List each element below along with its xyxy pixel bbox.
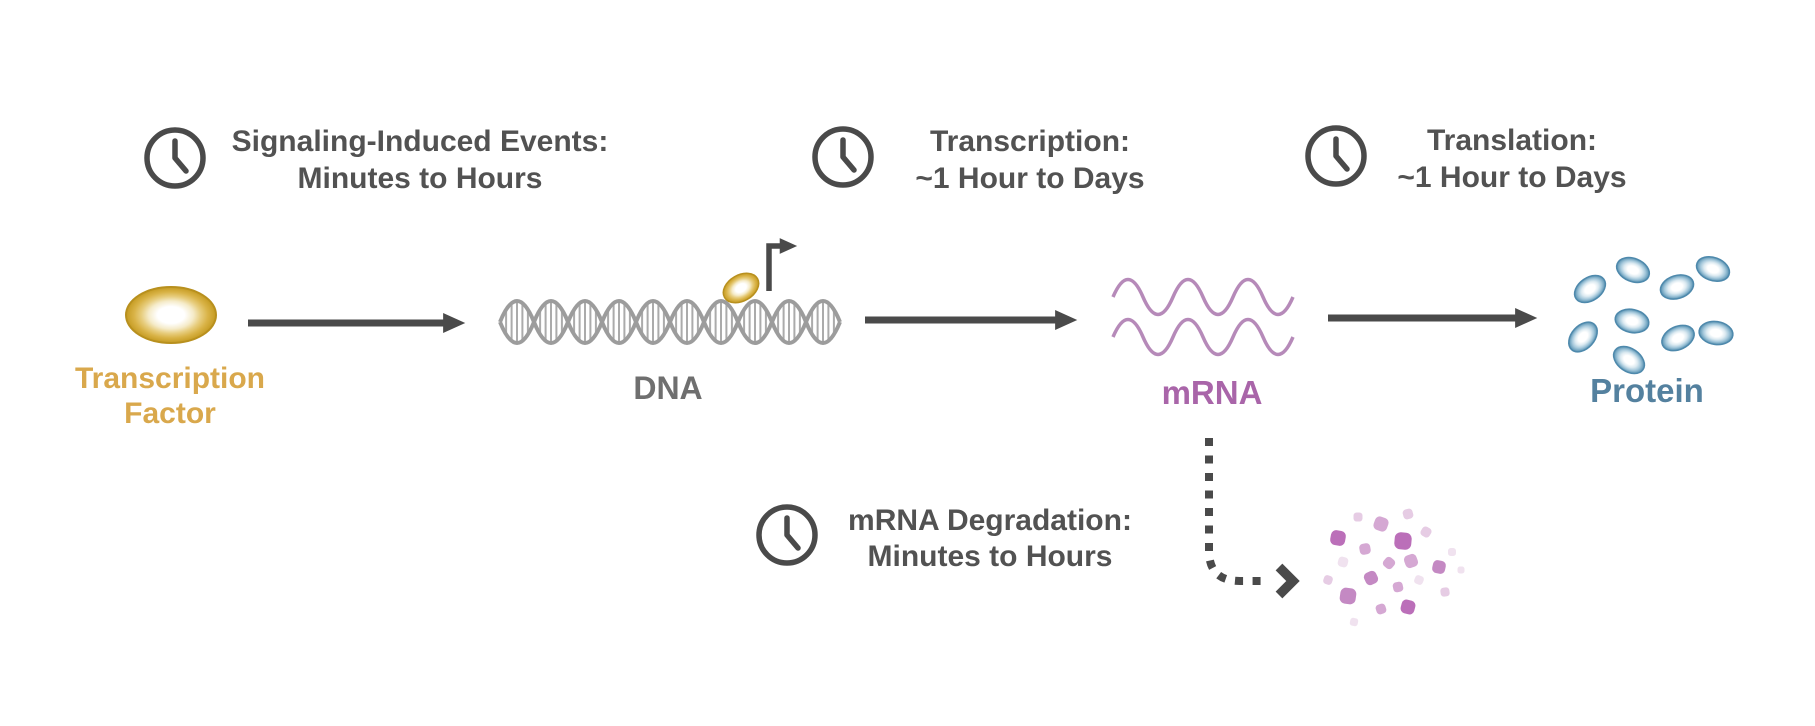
dna-strand <box>498 299 842 345</box>
mrna-fragment <box>1375 603 1387 615</box>
mrna-label: mRNA <box>1162 374 1263 411</box>
clock-icon <box>759 507 815 563</box>
mrna-fragment <box>1382 556 1396 570</box>
dna-label: DNA <box>633 370 702 406</box>
mrna-fragment <box>1330 530 1346 546</box>
protein-cluster <box>1568 255 1734 375</box>
mrna-fragment <box>1339 587 1357 605</box>
mrna-fragment <box>1420 526 1432 538</box>
protein-blob <box>1659 274 1695 300</box>
mrna-fragments <box>1323 508 1465 627</box>
clock-icon <box>1308 128 1364 184</box>
bound-transcription-factor-icon <box>722 272 760 304</box>
annotation-degradation-line2: Minutes to Hours <box>868 540 1113 573</box>
mrna-fragment <box>1373 516 1389 532</box>
transcription-factor-label-line2: Factor <box>124 397 216 430</box>
mrna-fragment <box>1337 556 1349 568</box>
protein-blob <box>1612 345 1646 375</box>
protein-blob <box>1661 324 1695 352</box>
mrna-fragment <box>1359 543 1371 555</box>
mrna-fragment <box>1402 508 1414 520</box>
degradation-dotted-arrow <box>1205 438 1264 585</box>
annotation-signaling-line1: Signaling-Induced Events: <box>232 125 609 158</box>
protein-blob <box>1698 320 1734 346</box>
mrna-fragment <box>1414 575 1424 585</box>
mrna-fragment <box>1400 599 1416 615</box>
protein-label: Protein <box>1590 372 1704 409</box>
protein-blob <box>1615 256 1651 284</box>
annotation-transcription-line2: ~1 Hour to Days <box>915 162 1144 195</box>
annotation-translation-line1: Translation: <box>1427 124 1597 157</box>
dna-helix <box>498 299 842 345</box>
mrna-fragment <box>1394 532 1412 550</box>
clock-icon <box>815 129 871 185</box>
mrna-wave-icon <box>1111 317 1295 357</box>
annotation-degradation-line1: mRNA Degradation: <box>848 504 1132 537</box>
mrna-fragment <box>1432 560 1446 574</box>
mrna-fragment <box>1448 548 1456 556</box>
mrna-wave-icon <box>1111 277 1295 317</box>
transcription-factor-label-line1: Transcription <box>75 362 265 395</box>
mrna-fragment <box>1457 566 1465 574</box>
mrna-fragment <box>1392 581 1404 593</box>
annotation-translation-line2: ~1 Hour to Days <box>1397 161 1626 194</box>
transcription-start-arrow-icon <box>766 238 798 291</box>
transcription-factor-icon <box>125 286 217 344</box>
mrna-fragment <box>1363 570 1379 586</box>
dna-rungs <box>505 301 835 343</box>
mrna-fragment <box>1323 575 1333 585</box>
protein-blob <box>1695 255 1731 283</box>
clock-icon <box>147 130 203 186</box>
annotation-transcription-line1: Transcription: <box>930 125 1130 158</box>
mrna-fragment <box>1403 553 1419 569</box>
protein-blob <box>1568 321 1598 353</box>
protein-blob <box>1614 308 1650 334</box>
mrna-fragment <box>1349 617 1359 627</box>
protein-blob <box>1573 274 1607 304</box>
mrna-fragment <box>1353 512 1363 522</box>
annotation-signaling-line2: Minutes to Hours <box>298 162 543 195</box>
mrna-fragment <box>1440 587 1450 597</box>
degradation-arrowhead-icon <box>1275 563 1300 599</box>
